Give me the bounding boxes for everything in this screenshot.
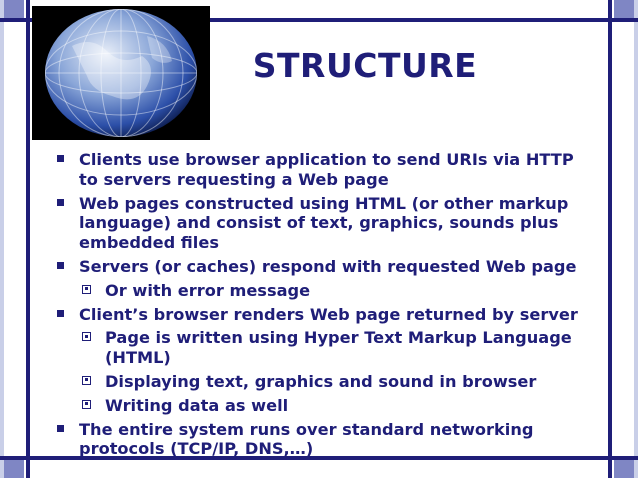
bullet-item: Servers (or caches) respond with request… <box>54 257 594 277</box>
square-bullet-icon <box>57 309 64 317</box>
corner-square-top-left <box>4 0 24 18</box>
globe-image <box>32 6 210 140</box>
bullet-item: Clients use browser application to send … <box>54 150 594 190</box>
bullet-text: Displaying text, graphics and sound in b… <box>105 371 537 391</box>
boxed-bullet-icon <box>82 375 91 385</box>
bullet-text: Web pages constructed using HTML (or oth… <box>79 193 569 253</box>
corner-square-bottom-left <box>4 460 24 478</box>
frame-top-rule <box>0 18 638 22</box>
bullet-item: Client’s browser renders Web page return… <box>54 305 594 325</box>
square-bullet-icon <box>57 424 64 432</box>
boxed-bullet-icon <box>82 399 91 409</box>
frame-bottom-rule <box>0 456 638 460</box>
bullet-list: Clients use browser application to send … <box>54 150 594 463</box>
square-bullet-icon <box>57 261 64 269</box>
left-edge <box>0 0 4 478</box>
frame-left-rule <box>26 0 30 478</box>
corner-square-bottom-right <box>614 460 634 478</box>
right-edge <box>634 0 638 478</box>
bullet-text: Clients use browser application to send … <box>79 150 574 189</box>
corner-square-top-right <box>614 0 634 18</box>
sub-bullet-item: Displaying text, graphics and sound in b… <box>54 372 594 392</box>
bullet-text: Or with error message <box>105 280 311 300</box>
frame-right-rule <box>608 0 612 478</box>
boxed-bullet-icon <box>82 284 91 294</box>
globe-grid-icon <box>32 6 210 140</box>
bullet-item: Web pages constructed using HTML (or oth… <box>54 194 594 253</box>
square-bullet-icon <box>57 155 64 162</box>
sub-bullet-item: Page is written using Hyper Text Markup … <box>54 328 594 368</box>
slide-title: STRUCTURE <box>252 46 478 85</box>
bullet-item: The entire system runs over standard net… <box>54 420 594 460</box>
bullet-text: Writing data as well <box>105 395 289 415</box>
bullet-text: Client’s browser renders Web page return… <box>79 304 578 324</box>
bullet-text: Page is written using Hyper Text Markup … <box>105 328 572 368</box>
boxed-bullet-icon <box>82 332 91 342</box>
bullet-text: Servers (or caches) respond with request… <box>79 256 577 276</box>
sub-bullet-item: Writing data as well <box>54 396 594 416</box>
sub-bullet-item: Or with error message <box>54 281 594 301</box>
square-bullet-icon <box>57 198 64 206</box>
bullet-text: The entire system runs over standard net… <box>79 419 534 459</box>
